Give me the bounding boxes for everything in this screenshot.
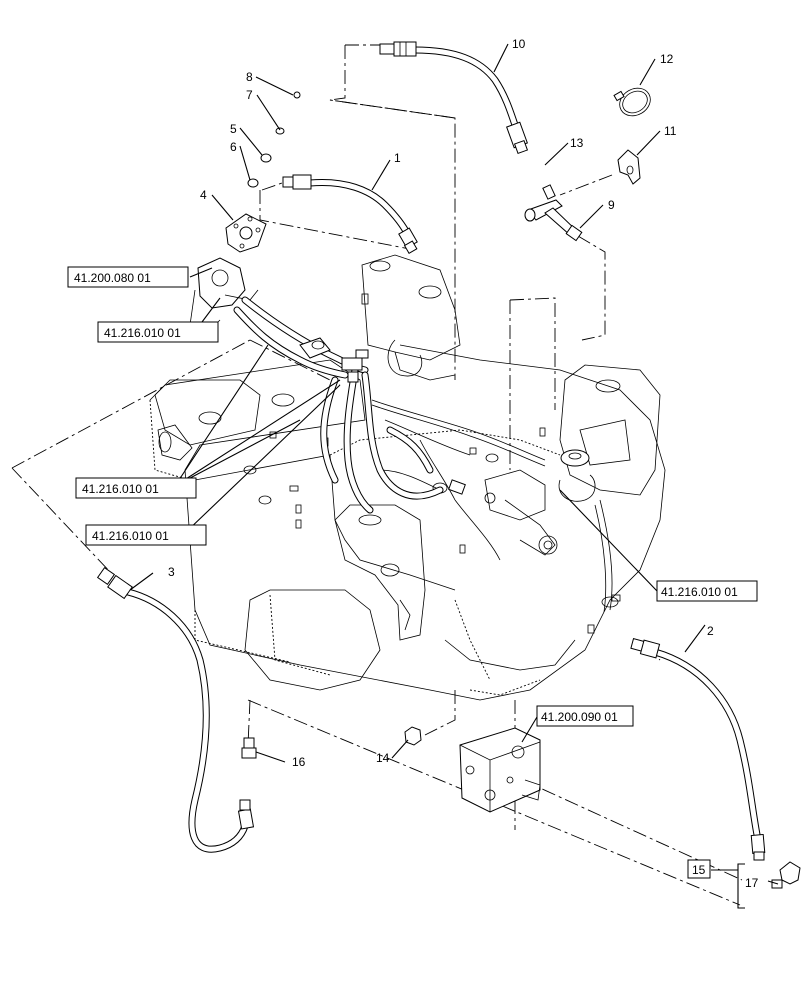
callout-5: 5	[230, 122, 237, 136]
ref-box-e[interactable]	[656, 580, 758, 602]
callout-4: 4	[200, 188, 207, 202]
ref-box-d[interactable]	[85, 524, 207, 546]
callout-labels: 1 2 3 4 5 6 7 8 9 10 11 12 13 14 16 17 1…	[168, 37, 759, 890]
ref-label-d: 41.216.010 01	[92, 529, 169, 543]
ref-box-f[interactable]	[536, 705, 634, 727]
callout-11: 11	[664, 124, 677, 138]
callout-1: 1	[394, 151, 401, 165]
fitting-13	[542, 184, 556, 200]
callout-17: 17	[745, 876, 759, 890]
valve-block	[459, 727, 541, 813]
callout-15-box	[687, 859, 711, 879]
callout-2: 2	[707, 624, 714, 638]
hose-2	[630, 638, 766, 861]
flange-4	[225, 213, 267, 253]
hose-10	[379, 41, 529, 155]
callout-14: 14	[376, 751, 390, 765]
callout-13: 13	[570, 136, 584, 150]
callout-6: 6	[230, 140, 237, 154]
hose-3	[96, 566, 255, 853]
bracket-11	[617, 149, 641, 185]
callout-10: 10	[512, 37, 526, 51]
nut-5	[260, 153, 272, 163]
callout-12: 12	[660, 52, 674, 66]
ref-box-b[interactable]	[97, 321, 219, 343]
washer-6	[247, 178, 259, 188]
callout-7: 7	[246, 88, 253, 102]
leader-lines	[129, 43, 779, 909]
ref-label-c: 41.216.010 01	[82, 482, 159, 496]
callout-9: 9	[608, 198, 615, 212]
clamp-12	[613, 87, 651, 117]
ref-box-a[interactable]	[67, 266, 189, 288]
ref-box-c[interactable]	[75, 477, 197, 499]
tee-fitting-9	[524, 199, 583, 242]
hose-1	[282, 174, 418, 255]
reference-boxes: 41.200.080 01 41.216.010 01 41.216.010 0…	[67, 266, 758, 727]
chassis-frame	[149, 254, 666, 701]
exploded-view-boundaries	[11, 44, 743, 906]
nut-14	[404, 726, 422, 746]
washer-8	[293, 91, 301, 99]
fitting-16	[241, 737, 257, 759]
callout-3: 3	[168, 565, 175, 579]
callout-15: 15	[692, 863, 706, 877]
callout-8: 8	[246, 70, 253, 84]
ref-label-a: 41.200.080 01	[74, 271, 151, 285]
ref-label-b: 41.216.010 01	[104, 326, 181, 340]
ref-label-f: 41.200.090 01	[541, 710, 618, 724]
ref-label-e: 41.216.010 01	[661, 585, 738, 599]
washer-7	[275, 127, 285, 135]
elbow-fitting-17	[771, 861, 801, 889]
callout-16: 16	[292, 755, 306, 769]
pump-assembly	[189, 257, 369, 379]
centre-hose-bundle	[320, 349, 466, 514]
